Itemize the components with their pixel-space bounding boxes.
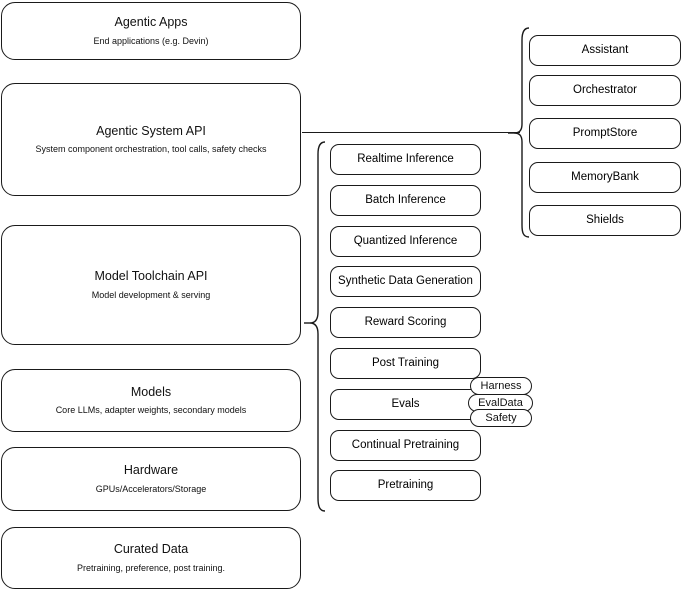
capability-quantized-inference[interactable]: Quantized Inference — [330, 226, 481, 257]
system-component-label: MemoryBank — [571, 171, 639, 184]
layer-subtitle: System component orchestration, tool cal… — [35, 144, 267, 155]
capability-label: Reward Scoring — [364, 316, 447, 329]
layer-subtitle: Core LLMs, adapter weights, secondary mo… — [55, 405, 247, 416]
pill-label: EvalData — [478, 396, 523, 409]
layer-title: Agentic Apps — [114, 15, 188, 30]
system-component-label: Assistant — [581, 44, 629, 57]
evals-pill-safety[interactable]: Safety — [470, 409, 532, 427]
capability-label: Continual Pretraining — [351, 439, 460, 452]
layer-models[interactable]: Models Core LLMs, adapter weights, secon… — [1, 369, 301, 432]
system-component-label: Orchestrator — [573, 84, 637, 97]
system-component-orchestrator[interactable]: Orchestrator — [529, 75, 681, 106]
capability-label: Pretraining — [377, 479, 434, 492]
layer-agentic-apps[interactable]: Agentic Apps End applications (e.g. Devi… — [1, 2, 301, 60]
capability-realtime-inference[interactable]: Realtime Inference — [330, 144, 481, 175]
capability-label: Post Training — [371, 357, 440, 370]
layer-subtitle: GPUs/Accelerators/Storage — [95, 483, 207, 494]
capability-evals[interactable]: Evals — [330, 389, 481, 420]
layer-subtitle: End applications (e.g. Devin) — [93, 35, 209, 46]
capability-reward-scoring[interactable]: Reward Scoring — [330, 307, 481, 338]
layer-model-toolchain-api[interactable]: Model Toolchain API Model development & … — [1, 225, 301, 345]
layer-subtitle: Pretraining, preference, post training. — [76, 562, 226, 573]
pill-label: Safety — [485, 411, 517, 424]
system-component-memorybank[interactable]: MemoryBank — [529, 162, 681, 193]
layer-title: Hardware — [123, 463, 179, 478]
layer-title: Model Toolchain API — [94, 269, 208, 284]
pill-label: Harness — [480, 379, 522, 392]
system-component-shields[interactable]: Shields — [529, 205, 681, 236]
evals-pill-harness[interactable]: Harness — [470, 377, 532, 395]
capability-post-training[interactable]: Post Training — [330, 348, 481, 379]
capability-label: Synthetic Data Generation — [338, 275, 473, 288]
system-component-promptstore[interactable]: PromptStore — [529, 118, 681, 149]
layer-subtitle: Model development & serving — [91, 289, 211, 300]
capability-continual-pretraining[interactable]: Continual Pretraining — [330, 430, 481, 461]
capability-label: Batch Inference — [365, 194, 446, 207]
capability-label: Realtime Inference — [357, 153, 454, 166]
capability-synthetic-data-generation[interactable]: Synthetic Data Generation — [330, 266, 481, 297]
layer-hardware[interactable]: Hardware GPUs/Accelerators/Storage — [1, 447, 301, 511]
layer-curated-data[interactable]: Curated Data Pretraining, preference, po… — [1, 527, 301, 589]
capability-batch-inference[interactable]: Batch Inference — [330, 185, 481, 216]
layer-title: Curated Data — [113, 542, 189, 557]
bracket-toolchain — [303, 140, 329, 514]
system-component-assistant[interactable]: Assistant — [529, 35, 681, 66]
capability-pretraining[interactable]: Pretraining — [330, 470, 481, 501]
system-component-label: Shields — [586, 214, 624, 227]
layer-title: Agentic System API — [96, 123, 206, 138]
system-component-label: PromptStore — [572, 127, 638, 140]
layer-agentic-system-api[interactable]: Agentic System API System component orch… — [1, 83, 301, 196]
capability-label: Quantized Inference — [353, 235, 458, 248]
capability-label: Evals — [391, 398, 420, 411]
connector-system-api-to-components — [302, 132, 520, 134]
layer-title: Models — [130, 384, 172, 399]
